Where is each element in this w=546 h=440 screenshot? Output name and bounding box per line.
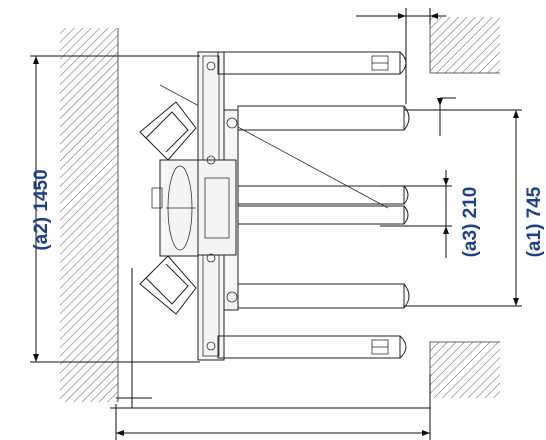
- wheels: [206, 61, 238, 351]
- a1-label: (a1) 745: [524, 186, 545, 257]
- fork-1: [237, 105, 410, 131]
- outer-support-bottom: [217, 335, 407, 359]
- tiller-handle: [139, 101, 199, 315]
- dimension-bottom: [110, 268, 431, 440]
- fork-2: [237, 185, 409, 205]
- outer-support-top: [217, 51, 407, 75]
- fork-4: [237, 283, 410, 309]
- wall-top-right: [429, 17, 500, 74]
- fork-3: [237, 205, 409, 225]
- dimension-a3: [380, 170, 452, 258]
- wall-bottom-right: [429, 341, 500, 398]
- dimension-top-clearance: [356, 8, 446, 104]
- wall-left: [60, 28, 119, 402]
- dimension-fork-gap: [437, 97, 456, 136]
- dimension-a2: [30, 55, 200, 363]
- a3-label: (a3) 210: [460, 187, 481, 258]
- a2-label: (a2) 1450: [31, 169, 52, 250]
- truck-frame: [195, 51, 239, 361]
- dimension-a1: [404, 109, 522, 307]
